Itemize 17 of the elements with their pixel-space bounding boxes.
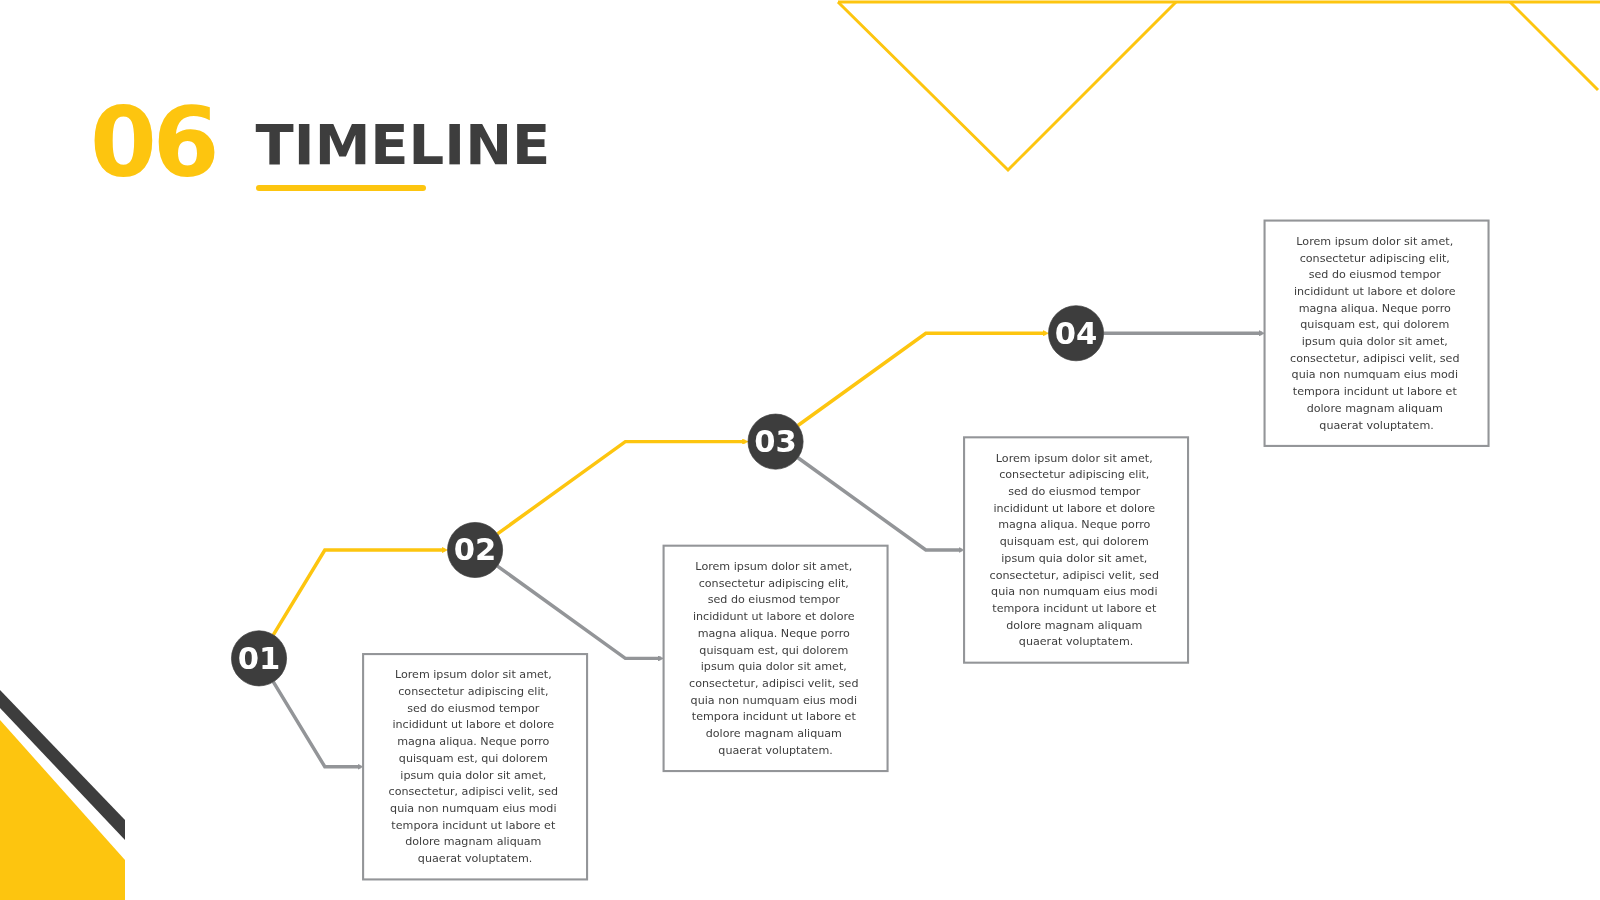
node-circle: 04 [1048,305,1104,362]
title: TIMELINE [255,117,551,173]
arrow [496,564,664,662]
arrow [271,546,448,636]
node-circle: 03 [747,413,804,470]
node-box: Lorem ipsum dolor sit amet, consectetur adipiscing elit, sed do eiusmod tempor incididunt ut labore et dolore magna aliqua. Neque porro quisquam est, qui dolorem ipsum quia dolor sit amet, consectetur, adipisci velit, sed quia non numquam eius modi tempora incidunt ut labore et dolore magnam aliquam quaerat voluptatem. [963,436,1190,664]
node-circle: 01 [231,630,287,687]
arrow [796,456,965,554]
arrow [796,330,1049,427]
node-box: Lorem ipsum dolor sit amet, consectetur adipiscing elit, sed do eiusmod tempor incididunt ut labore et dolore magna aliqua. Neque porro quisquam est, qui dolorem ipsum quia dolor sit amet, consectetur, adipisci velit, sed quia non numquam eius modi tempora incidunt ut labore et dolore magnam aliquam quaerat voluptatem. [1263,219,1490,447]
arrow [496,438,749,536]
section-number: 06 [90,95,216,191]
arrow [1103,330,1265,337]
node-circle: 02 [447,522,503,578]
arrow [271,681,364,770]
node-box: Lorem ipsum dolor sit amet, consectetur adipiscing elit, sed do eiusmod tempor incididunt ut labore et dolore magna aliqua. Neque porro quisquam est, qui dolorem ipsum quia dolor sit amet, consectetur, adipisci velit, sed quia non numquam eius modi tempora incidunt ut labore et dolore magnam aliquam quaerat voluptatem. [662,544,889,773]
node-box: Lorem ipsum dolor sit amet, consectetur adipiscing elit, sed do eiusmod tempor incididunt ut labore et dolore magna aliqua. Neque porro quisquam est, qui dolorem ipsum quia dolor sit amet, consectetur, adipisci velit, sed quia non numquam eius modi tempora incidunt ut labore et dolore magnam aliquam quaerat voluptatem. [362,653,589,881]
